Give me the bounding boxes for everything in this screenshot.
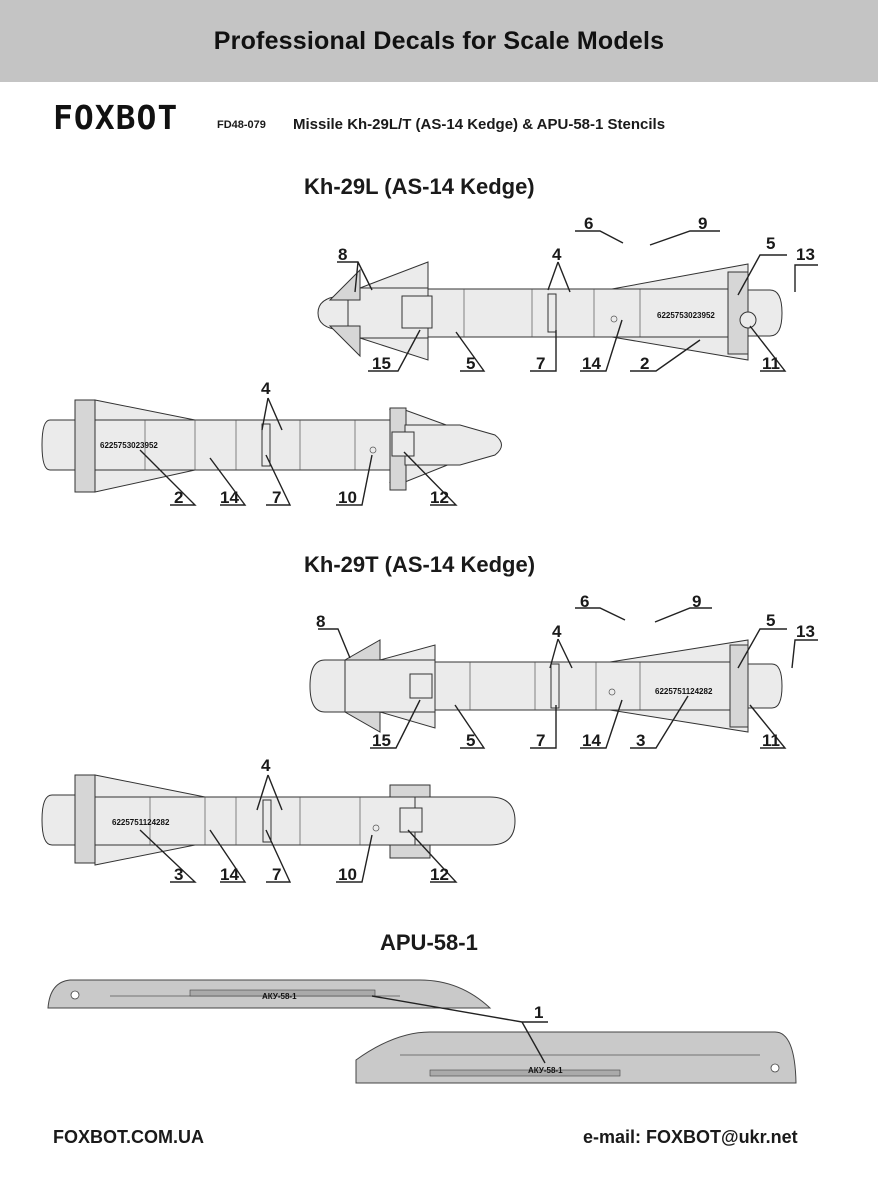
svg-text:6225753023952: 6225753023952: [657, 311, 715, 320]
callout-4: 4: [552, 245, 562, 264]
callout-6: 6: [580, 592, 590, 611]
kh29t-title: Kh-29T (AS-14 Kedge): [304, 552, 536, 577]
callout-5: 5: [766, 234, 776, 253]
apu-title: APU-58-1: [380, 930, 478, 955]
callout-9: 9: [698, 214, 708, 233]
callout-11: 11: [762, 731, 780, 750]
kh29l-missile-side-a: 6225753023952: [317, 261, 783, 361]
callout-1: 1: [534, 1003, 544, 1022]
callout-8: 8: [338, 245, 348, 264]
callout-15: 15: [372, 354, 391, 373]
callout-9: 9: [692, 592, 702, 611]
callout-7: 7: [536, 354, 546, 373]
sheet-subtitle: Missile Kh-29L/T (AS-14 Kedge) & APU-58-…: [293, 116, 666, 133]
svg-text:АКУ-58-1: АКУ-58-1: [528, 1066, 563, 1075]
callout-14: 14: [220, 488, 239, 507]
callout-8: 8: [316, 612, 326, 631]
svg-text:6225753023952: 6225753023952: [100, 441, 158, 450]
callout-4: 4: [261, 756, 271, 775]
banner-title: Professional Decals for Scale Models: [213, 26, 665, 55]
callout-4: 4: [552, 622, 562, 641]
kh29l-missile-side-b: 6225753023952: [41, 399, 502, 493]
callout-10: 10: [338, 488, 357, 507]
callout-5: 5: [466, 354, 476, 373]
kh29t-missile-side-a: 6225751124282: [309, 639, 783, 733]
footer-website: FOXBOT.COM.UA: [53, 1127, 204, 1147]
callout-3: 3: [174, 865, 184, 884]
callout-15: 15: [372, 731, 391, 750]
callout-11: 11: [762, 354, 780, 373]
callout-4: 4: [261, 379, 271, 398]
callout-14: 14: [582, 731, 601, 750]
leader-lines: [139, 230, 818, 1064]
footer-email: e-mail: FOXBOT@ukr.net: [583, 1127, 798, 1147]
callout-6: 6: [584, 214, 594, 233]
kh29l-title: Kh-29L (AS-14 Kedge): [304, 174, 535, 199]
apu-pylon-upper: АКУ-58-1: [47, 979, 492, 1009]
foxbot-logo: FOXBOT: [53, 98, 179, 137]
callout-7: 7: [272, 488, 282, 507]
callout-14: 14: [582, 354, 601, 373]
callout-5: 5: [766, 611, 776, 630]
callout-7: 7: [272, 865, 282, 884]
callout-13: 13: [796, 245, 815, 264]
kh29t-missile-side-b: 6225751124282: [41, 774, 516, 866]
callout-12: 12: [430, 488, 449, 507]
svg-text:6225751124282: 6225751124282: [655, 687, 713, 696]
callout-13: 13: [796, 622, 815, 641]
callout-5: 5: [466, 731, 476, 750]
callout-2: 2: [640, 354, 650, 373]
callout-14: 14: [220, 865, 239, 884]
callout-12: 12: [430, 865, 449, 884]
callout-2: 2: [174, 488, 184, 507]
apu-pylon-lower: АКУ-58-1: [355, 1031, 797, 1084]
svg-text:АКУ-58-1: АКУ-58-1: [262, 992, 297, 1001]
svg-text:6225751124282: 6225751124282: [112, 818, 170, 827]
callout-7: 7: [536, 731, 546, 750]
product-code: FD48-079: [217, 119, 266, 131]
callout-10: 10: [338, 865, 357, 884]
header-banner: Professional Decals for Scale Models: [0, 0, 878, 82]
callout-3: 3: [636, 731, 646, 750]
